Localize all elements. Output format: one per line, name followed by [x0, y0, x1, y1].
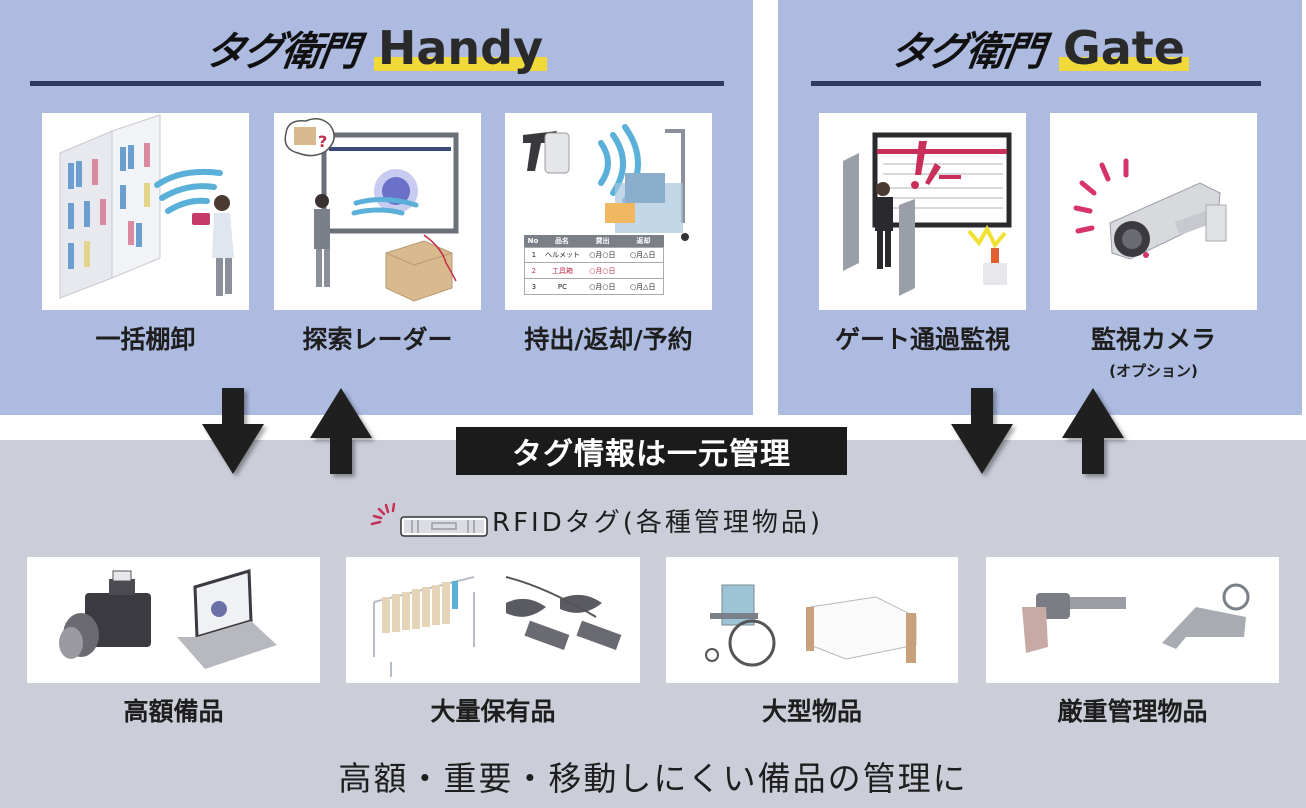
arrow-down-icon: [951, 388, 1013, 474]
rfid-tag-row: RFIDタグ(各種管理物品): [368, 500, 823, 540]
managed-items-panel: 高額備品 大量保有品 大型物品: [0, 440, 1306, 808]
wheelchair-bed-illustration: [666, 557, 958, 683]
rfid-tag-icon: [370, 502, 488, 537]
feature-label: 監視カメラ: [1090, 325, 1216, 354]
item-category-label: 高額備品: [123, 697, 224, 726]
title-divider: [811, 81, 1261, 86]
tagline: 高額・重要・移動しにくい備品の管理に: [338, 759, 968, 798]
feature-label: 一括棚卸: [95, 325, 196, 354]
security-camera-illustration: [1050, 113, 1257, 310]
table-row: 1 ヘルメット ○月○日 ○月△日: [524, 247, 664, 263]
table-header: No 品名 貸出 返却: [524, 235, 664, 247]
feature-label: 持出/返却/予約: [524, 325, 693, 354]
rfid-tag-label: RFIDタグ(各種管理物品): [492, 507, 823, 538]
product-name: Gate: [1059, 21, 1189, 75]
arrow-up-icon: [1062, 388, 1124, 474]
handy-panel: タグ衛門 Handy 一括棚卸 ?: [0, 0, 753, 415]
arrow-down-icon: [202, 388, 264, 474]
feature-label: ゲート通過監視: [834, 325, 1010, 354]
checkout-table: No 品名 貸出 返却 1 ヘルメット ○月○日 ○月△日 2 工具箱 ○月○日…: [524, 235, 664, 295]
gate-panel: タグ衛門 Gate ゲート通過監視: [778, 0, 1302, 415]
brand-logo-jp: タグ衛門: [887, 28, 1046, 75]
table-row: 2 工具箱 ○月○日: [524, 263, 664, 279]
gate-monitoring-illustration: [819, 113, 1026, 310]
handy-title: タグ衛門 Handy: [0, 18, 753, 78]
revolver-keys-illustration: [986, 557, 1279, 683]
item-category-label: 厳重管理物品: [1057, 697, 1208, 726]
central-management-banner: タグ情報は一元管理: [456, 427, 847, 475]
product-name: Handy: [373, 21, 548, 75]
gate-title: タグ衛門 Gate: [778, 18, 1302, 78]
item-category-label: 大量保有品: [430, 697, 556, 726]
bulk-inventory-illustration: [42, 113, 249, 310]
arrow-up-icon: [310, 388, 372, 474]
option-note: (オプション): [1109, 362, 1198, 380]
feature-label: 探索レーダー: [302, 325, 453, 354]
search-radar-illustration: ?: [274, 113, 481, 310]
item-category-label: 大型物品: [761, 697, 862, 726]
clothes-rack-power-strip-illustration: [346, 557, 640, 683]
table-row: 3 PC ○月○日 ○月△日: [524, 279, 664, 295]
svg-text:?: ?: [318, 132, 327, 151]
camera-laptop-illustration: [27, 557, 320, 683]
brand-logo-jp: タグ衛門: [202, 28, 361, 75]
title-divider: [30, 81, 724, 86]
